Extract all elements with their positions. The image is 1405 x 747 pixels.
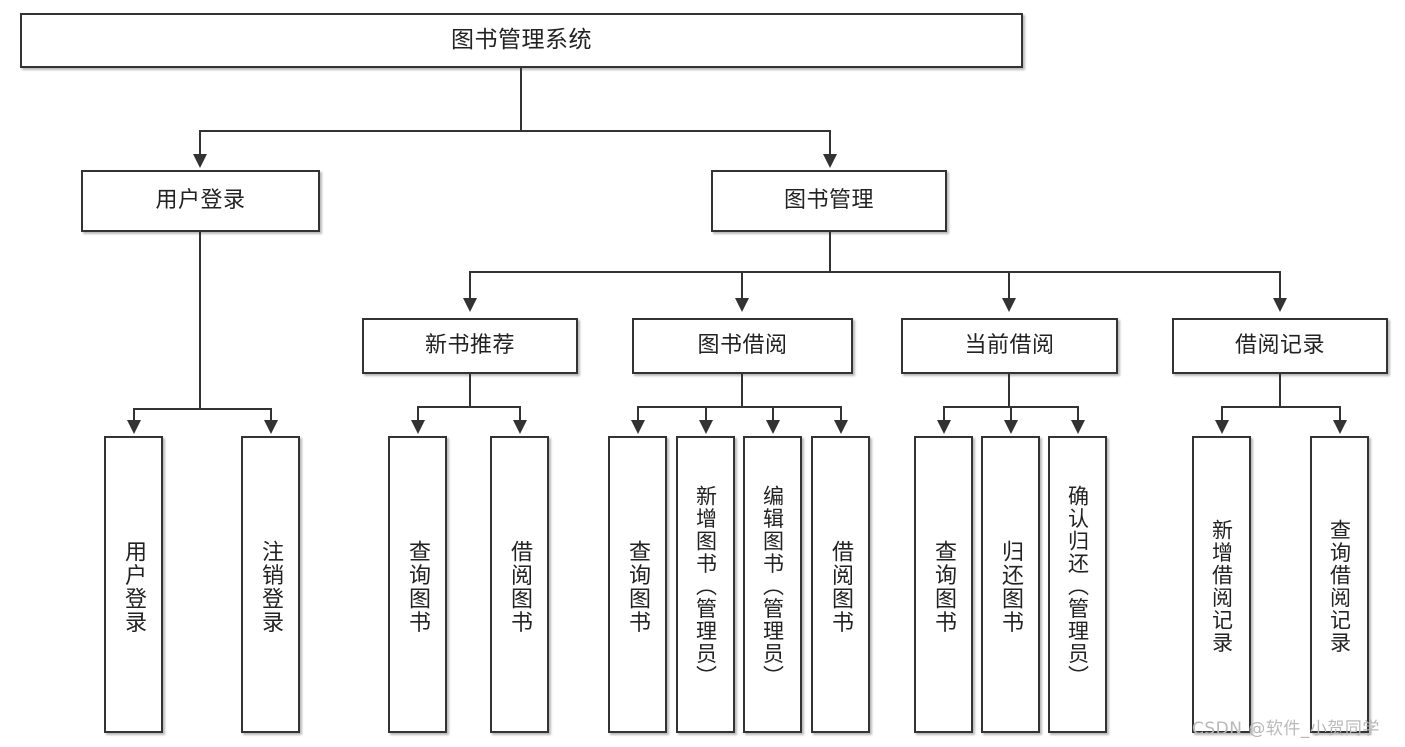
connector-bb-to-leaf-4	[840, 406, 842, 422]
arrow-bm-to-borrow-record	[1273, 298, 1287, 312]
leaf-current-borrow-confirm-admin[interactable]: 确认归还（管理员）	[1048, 436, 1107, 733]
arrow-bb-to-leaf-2	[699, 420, 713, 434]
node-label: 图书管理	[783, 188, 874, 214]
connector-user-login-to-leaf-1	[133, 408, 135, 422]
node-label: 归还图书	[998, 539, 1024, 634]
leaf-book-borrow-query[interactable]: 查询图书	[608, 436, 667, 733]
leaf-new-book-borrow[interactable]: 借阅图书	[490, 436, 549, 733]
connector-user-login-stem	[199, 232, 201, 410]
node-label: 编辑图书（管理员）	[760, 485, 785, 688]
node-borrow-record[interactable]: 借阅记录	[1172, 318, 1388, 374]
leaf-current-borrow-return[interactable]: 归还图书	[981, 436, 1040, 733]
node-label: 借阅记录	[1234, 333, 1325, 359]
node-label: 查询图书	[931, 539, 957, 634]
connector-book-borrow-bus	[637, 406, 842, 408]
node-label: 借阅图书	[507, 539, 533, 634]
node-label: 确认归还（管理员）	[1065, 485, 1090, 688]
connector-borrow-record-bus	[1221, 406, 1340, 408]
arrow-cb-to-leaf-2	[1004, 420, 1018, 434]
leaf-borrow-record-add[interactable]: 新增借阅记录	[1192, 436, 1251, 733]
arrow-bm-to-current-borrow	[1002, 298, 1016, 312]
node-label: 注销登录	[258, 539, 284, 634]
leaf-user-login-logout[interactable]: 注销登录	[241, 436, 300, 733]
arrow-nb-to-leaf-1	[411, 420, 425, 434]
leaf-borrow-record-query[interactable]: 查询借阅记录	[1310, 436, 1369, 733]
node-label: 新书推荐	[424, 333, 515, 359]
connector-cb-to-leaf-2	[1010, 406, 1012, 422]
watermark-text: CSDN @软件_小贺同学	[1192, 719, 1380, 739]
node-label: 用户登录	[121, 539, 147, 634]
connector-bb-to-leaf-2	[705, 406, 707, 422]
arrow-bb-to-leaf-3	[766, 420, 780, 434]
arrow-bb-to-leaf-1	[631, 420, 645, 434]
connector-nb-to-leaf-1	[417, 406, 419, 422]
connector-root-stem	[520, 68, 522, 130]
connector-new-book-stem	[469, 374, 471, 408]
node-label: 图书管理系统	[451, 26, 592, 53]
connector-user-login-to-leaf-2	[270, 408, 272, 422]
connector-bm-to-current-borrow	[1008, 271, 1010, 300]
connector-borrow-record-stem	[1279, 374, 1281, 408]
arrow-bm-to-new-book	[463, 298, 477, 312]
node-label: 新增借阅记录	[1209, 519, 1234, 654]
arrow-root-to-book-management	[823, 154, 837, 168]
connector-root-to-user-login	[199, 130, 201, 156]
connector-nb-to-leaf-2	[519, 406, 521, 422]
arrow-root-to-user-login	[193, 154, 207, 168]
node-new-book-recommend[interactable]: 新书推荐	[362, 318, 578, 374]
connector-br-to-leaf-1	[1221, 406, 1223, 422]
arrow-br-to-leaf-2	[1333, 420, 1347, 434]
leaf-new-book-query[interactable]: 查询图书	[388, 436, 447, 733]
arrow-cb-to-leaf-3	[1071, 420, 1085, 434]
node-root-book-management-system[interactable]: 图书管理系统	[20, 13, 1023, 68]
node-user-login[interactable]: 用户登录	[81, 170, 320, 232]
arrow-cb-to-leaf-1	[937, 420, 951, 434]
node-label: 当前借阅	[964, 333, 1055, 359]
connector-root-to-book-management	[829, 130, 831, 156]
connector-cb-to-leaf-1	[943, 406, 945, 422]
node-label: 查询图书	[405, 539, 431, 634]
leaf-book-borrow-borrow[interactable]: 借阅图书	[811, 436, 870, 733]
node-label: 查询图书	[625, 539, 651, 634]
connector-current-borrow-stem	[1008, 374, 1010, 408]
node-label: 新增图书（管理员）	[693, 485, 718, 688]
connector-new-book-bus	[417, 406, 521, 408]
connector-user-login-bus	[133, 408, 271, 410]
node-current-borrow[interactable]: 当前借阅	[901, 318, 1118, 374]
arrow-nb-to-leaf-2	[513, 420, 527, 434]
node-label: 图书借阅	[697, 333, 788, 359]
connector-book-management-stem	[829, 232, 831, 273]
arrow-br-to-leaf-1	[1215, 420, 1229, 434]
connector-book-management-bus	[469, 271, 1280, 273]
leaf-book-borrow-edit-admin[interactable]: 编辑图书（管理员）	[743, 436, 802, 733]
leaf-current-borrow-query[interactable]: 查询图书	[914, 436, 973, 733]
connector-book-borrow-stem	[741, 374, 743, 408]
connector-bm-to-borrow-record	[1279, 271, 1281, 300]
connector-bm-to-new-book	[469, 271, 471, 300]
leaf-book-borrow-add-admin[interactable]: 新增图书（管理员）	[676, 436, 735, 733]
arrow-user-login-to-leaf-2	[264, 420, 278, 434]
node-label: 查询借阅记录	[1327, 519, 1352, 654]
node-label: 用户登录	[155, 188, 246, 214]
arrow-user-login-to-leaf-1	[127, 420, 141, 434]
arrow-bm-to-book-borrow	[735, 298, 749, 312]
connector-root-bus	[199, 130, 831, 132]
node-label: 借阅图书	[828, 539, 854, 634]
node-book-management[interactable]: 图书管理	[711, 170, 947, 232]
leaf-user-login-login[interactable]: 用户登录	[104, 436, 163, 733]
arrow-bb-to-leaf-4	[834, 420, 848, 434]
connector-bb-to-leaf-3	[772, 406, 774, 422]
connector-bm-to-book-borrow	[741, 271, 743, 300]
connector-bb-to-leaf-1	[637, 406, 639, 422]
connector-br-to-leaf-2	[1339, 406, 1341, 422]
connector-cb-to-leaf-3	[1077, 406, 1079, 422]
node-book-borrow[interactable]: 图书借阅	[632, 318, 853, 374]
